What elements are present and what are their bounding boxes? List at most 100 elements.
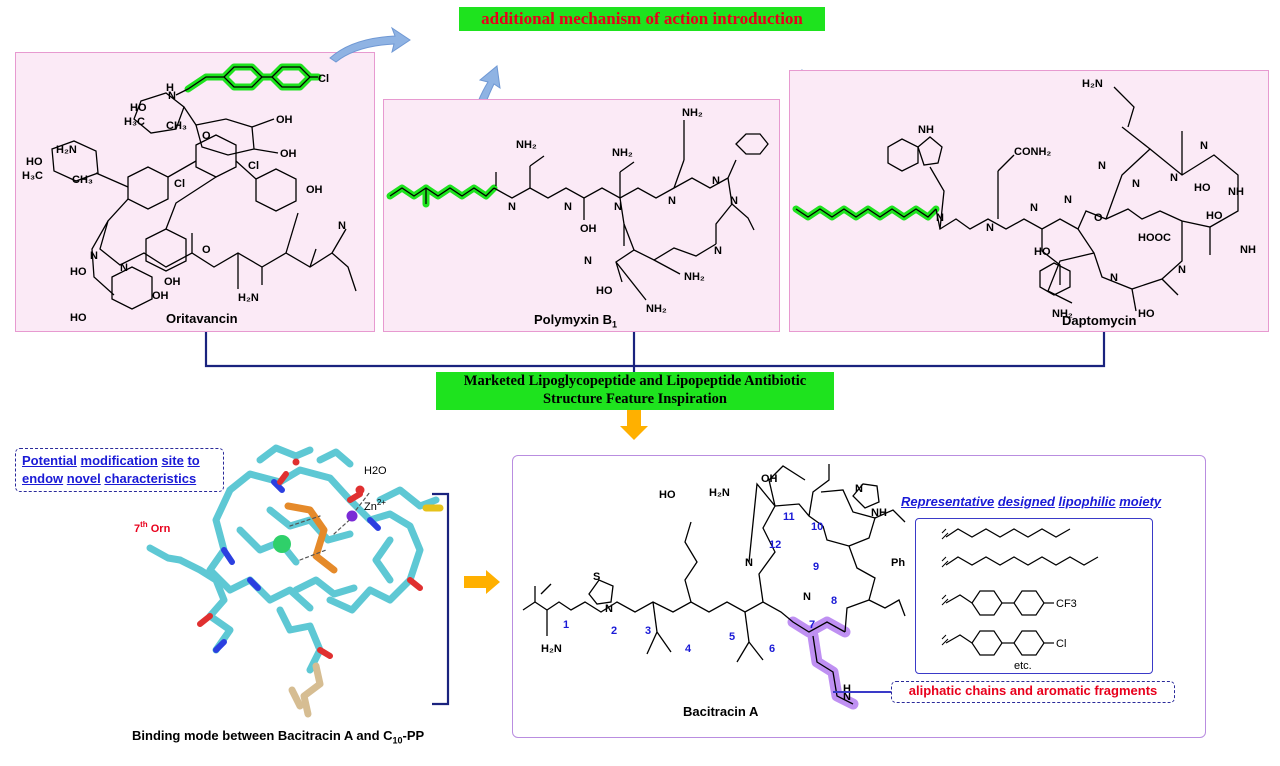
bacitracin-structure: 1 2 3 4 5 6 7 8 9 10 11 12 H₂N S N HO H₂… [522, 464, 906, 710]
svg-text:N: N [1170, 172, 1178, 184]
down-arrow [620, 410, 648, 440]
svg-text:Cl: Cl [174, 178, 185, 190]
feature-banner-line1: Marketed Lipoglycopeptide and Lipopeptid… [463, 373, 807, 389]
svg-text:Cl: Cl [318, 73, 329, 85]
right-arrow [464, 570, 500, 594]
svg-text:CH₃: CH₃ [72, 174, 93, 186]
svg-text:O: O [1094, 212, 1103, 224]
svg-text:HOOC: HOOC [1138, 232, 1171, 244]
svg-text:NH₂: NH₂ [516, 139, 537, 151]
svg-text:NH: NH [1228, 186, 1244, 198]
aliphatic-note: aliphatic chains and aromatic fragments [891, 681, 1175, 703]
svg-text:OH: OH [761, 473, 778, 485]
svg-text:HO: HO [70, 312, 87, 324]
svg-text:CONH₂: CONH₂ [1014, 146, 1051, 158]
residue-12: 12 [769, 539, 781, 551]
binding-caption: Binding mode between Bacitracin A and C1… [132, 728, 425, 746]
note-word: endow [22, 471, 64, 486]
svg-text:N: N [730, 195, 738, 207]
note-word: Potential [22, 453, 77, 468]
svg-text:H: H [166, 82, 174, 94]
oritavancin-structure: Cl N H HO H₃C CH₃ OH OH H₂N HO H₃C CH₃ C… [22, 63, 357, 324]
daptomycin-panel: H₂N NH CONH₂ N N N N N N N N HOOC HO NH … [789, 70, 1269, 332]
note-word: characteristics [104, 471, 197, 486]
svg-text:OH: OH [276, 114, 293, 126]
svg-text:Ph: Ph [891, 557, 905, 569]
residue-5: 5 [729, 631, 735, 643]
svg-text:HO: HO [659, 489, 676, 501]
svg-text:N: N [584, 255, 592, 267]
svg-text:N: N [803, 591, 811, 603]
svg-text:N: N [564, 201, 572, 213]
cf3-label: CF3 [1056, 598, 1077, 610]
etc-label: etc. [1014, 660, 1032, 672]
daptomycin-structure: H₂N NH CONH₂ N N N N N N N N HOOC HO NH … [792, 78, 1256, 320]
svg-text:OH: OH [152, 290, 169, 302]
zinc-label: Zn2+ [364, 498, 386, 513]
svg-text:N: N [90, 250, 98, 262]
oritavancin-panel: Cl N H HO H₃C CH₃ OH OH H₂N HO H₃C CH₃ C… [15, 52, 375, 332]
modification-note: Potential modification site to endow nov… [15, 448, 224, 492]
svg-text:H₂N: H₂N [541, 643, 562, 655]
svg-text:NH₂: NH₂ [646, 303, 667, 315]
moiety-structures: CF3 Cl etc. [941, 528, 1099, 672]
svg-text:NH₂: NH₂ [612, 147, 633, 159]
bacitracin-panel: 1 2 3 4 5 6 7 8 9 10 11 12 H₂N S N HO H₂… [512, 455, 1206, 738]
svg-text:H₂N: H₂N [709, 487, 730, 499]
svg-text:HO: HO [1034, 246, 1051, 258]
note-word: modification [80, 453, 158, 468]
svg-text:OH: OH [164, 276, 181, 288]
svg-text:N: N [986, 222, 994, 234]
feature-banner-line2: Structure Feature Inspiration [543, 391, 727, 407]
residue-4: 4 [685, 643, 692, 655]
arrow-oritavancin [329, 26, 411, 63]
svg-text:OH: OH [580, 223, 597, 235]
residue-11: 11 [783, 511, 795, 523]
feature-banner: Marketed Lipoglycopeptide and Lipopeptid… [436, 372, 834, 410]
svg-text:N: N [120, 262, 128, 274]
svg-text:HO: HO [26, 156, 43, 168]
svg-text:N: N [1110, 272, 1118, 284]
svg-text:N: N [843, 691, 851, 703]
svg-text:NH₂: NH₂ [684, 271, 705, 283]
svg-text:N: N [1098, 160, 1106, 172]
svg-text:N: N [605, 603, 613, 615]
svg-text:CH₃: CH₃ [166, 120, 187, 132]
connector-lines [204, 332, 1106, 440]
svg-text:N: N [936, 212, 944, 224]
svg-text:N: N [712, 175, 720, 187]
note-word: to [187, 453, 200, 468]
svg-text:N: N [1064, 194, 1072, 206]
svg-text:N: N [168, 90, 176, 102]
moiety-title: Representative designed lipophilic moiet… [901, 494, 1162, 509]
polymyxin-panel: NH₂ NH₂ NH₂ N N N N N OH N N NH₂ N NH₂ H… [383, 99, 780, 332]
svg-text:O: O [202, 244, 211, 256]
svg-text:N: N [1178, 264, 1186, 276]
binding-model-render: H2O Zn2+ 7th Orn [134, 444, 444, 718]
svg-text:NH: NH [871, 507, 887, 519]
moiety-box: CF3 Cl etc. [915, 518, 1153, 674]
svg-text:NH₂: NH₂ [1052, 308, 1073, 320]
svg-text:O: O [202, 130, 211, 142]
svg-text:OH: OH [306, 184, 323, 196]
cl-label: Cl [1056, 638, 1066, 650]
svg-text:S: S [593, 571, 600, 583]
svg-text:N: N [614, 201, 622, 213]
orn-label: 7th Orn [134, 520, 171, 535]
residue-2: 2 [611, 625, 617, 637]
polymyxin-label: Polymyxin B1 [534, 312, 618, 330]
orn-connector [833, 691, 891, 693]
svg-text:N: N [338, 220, 346, 232]
svg-text:NH: NH [1240, 244, 1256, 256]
daptomycin-label: Daptomycin [1062, 313, 1137, 328]
svg-text:Cl: Cl [248, 160, 259, 172]
svg-text:H₂N: H₂N [56, 144, 77, 156]
svg-text:N: N [1030, 202, 1038, 214]
residue-3: 3 [645, 625, 651, 637]
bracket [432, 492, 450, 706]
svg-text:N: N [1132, 178, 1140, 190]
svg-text:HO: HO [1206, 210, 1223, 222]
svg-text:N: N [508, 201, 516, 213]
residue-9: 9 [813, 561, 819, 573]
svg-text:N: N [745, 557, 753, 569]
